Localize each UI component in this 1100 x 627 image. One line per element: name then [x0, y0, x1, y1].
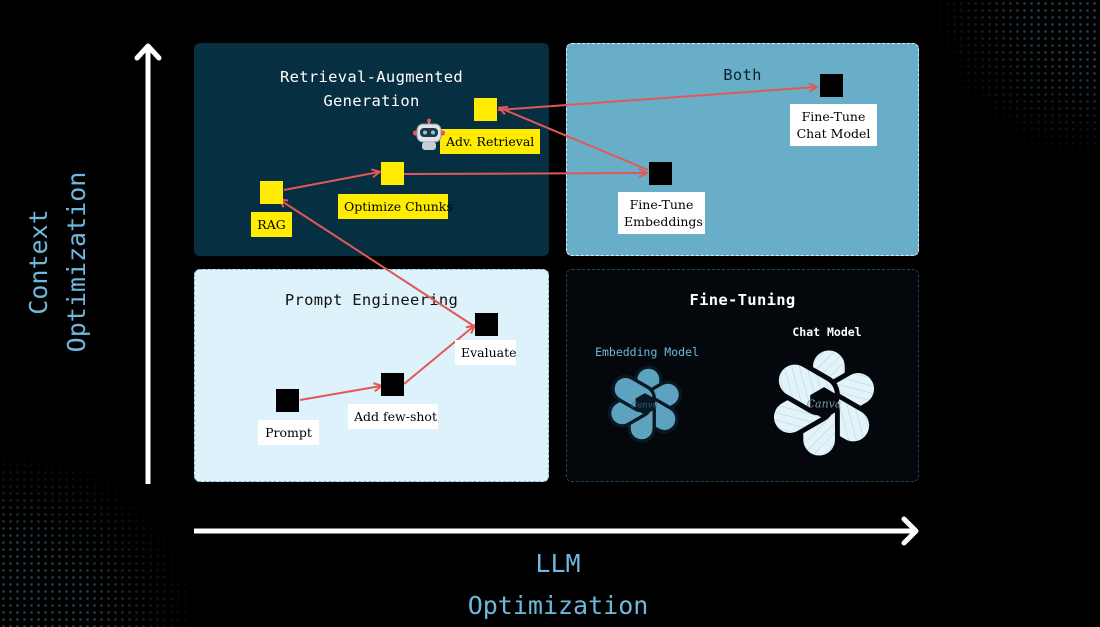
- quadrant-fine-tuning: Fine-Tuning Embedding Model Chat Model C…: [566, 269, 919, 482]
- quadrant-prompt-engineering: Prompt Engineering: [194, 269, 549, 482]
- quadrant-prompt-title: Prompt Engineering: [284, 291, 459, 309]
- x-axis-title-line1: LLM: [535, 549, 581, 578]
- dot-pattern-bottom-left: [0, 455, 190, 627]
- arrow-prompt-to-fewshot: [299, 386, 381, 401]
- embedding-logo-watermark: Canva: [631, 399, 658, 409]
- label-fine-tune-chat-line1: Fine-Tune: [801, 109, 866, 124]
- embedding-model-label: Embedding Model: [595, 345, 699, 359]
- label-fine-tune-chat-line2: Chat Model: [796, 126, 871, 141]
- label-evaluate: Evaluate: [455, 340, 517, 365]
- label-adv-retrieval: Adv. Retrieval: [440, 129, 540, 154]
- chat-model-logo-icon: Canva: [769, 345, 879, 461]
- arrow-fewshot-to-evaluate: [403, 326, 474, 385]
- node-adv-retrieval: [474, 98, 497, 121]
- node-evaluate: [475, 313, 498, 336]
- label-add-few-shot: Add few-shot: [348, 404, 438, 429]
- chat-logo-watermark: Canva: [807, 397, 842, 410]
- x-axis-title-line2: Optimization: [467, 591, 649, 620]
- arrow-evaluate-to-rag: [280, 200, 478, 329]
- embedding-model-logo-icon: Canva: [607, 365, 683, 443]
- label-fine-tune-embeddings-line2: Embeddings: [624, 214, 703, 229]
- quadrant-rag-title-line1: Retrieval-Augmented: [279, 68, 463, 86]
- x-axis-arrowhead: [901, 516, 919, 546]
- label-optimize-chunks: Optimize Chunks: [338, 194, 453, 219]
- node-optimize-chunks: [381, 162, 404, 185]
- quadrant-rag-title: Retrieval-Augmented Generation: [194, 65, 549, 113]
- label-rag: RAG: [251, 212, 292, 237]
- quadrant-rag-title-line2: Generation: [323, 92, 420, 110]
- node-fine-tune-embeddings: [649, 162, 672, 185]
- arrow-rag-to-chunks: [283, 172, 379, 191]
- quadrant-finetune-title: Fine-Tuning: [689, 291, 796, 309]
- node-rag: [260, 181, 283, 204]
- arrow-chunks-to-embeddings: [403, 173, 646, 174]
- y-axis-arrowhead: [134, 43, 162, 61]
- x-axis-title: LLM Optimization: [408, 543, 708, 627]
- node-prompt: [276, 389, 299, 412]
- arrow-embeddings-to-advretrieval: [500, 108, 649, 171]
- chat-model-label: Chat Model: [792, 325, 862, 339]
- label-prompt: Prompt: [258, 420, 319, 445]
- arrow-advretrieval-to-chatmodel: [497, 87, 816, 111]
- robot-icon: [412, 118, 446, 150]
- dot-pattern-top-right: [930, 0, 1100, 160]
- quadrant-both-title: Both: [723, 66, 762, 84]
- label-fine-tune-embeddings-line1: Fine-Tune: [629, 197, 694, 212]
- node-add-few-shot: [381, 373, 404, 396]
- label-fine-tune-embeddings: Fine-Tune Embeddings: [618, 192, 705, 234]
- label-fine-tune-chat-model: Fine-Tune Chat Model: [790, 104, 877, 146]
- node-fine-tune-chat-model: [820, 74, 843, 97]
